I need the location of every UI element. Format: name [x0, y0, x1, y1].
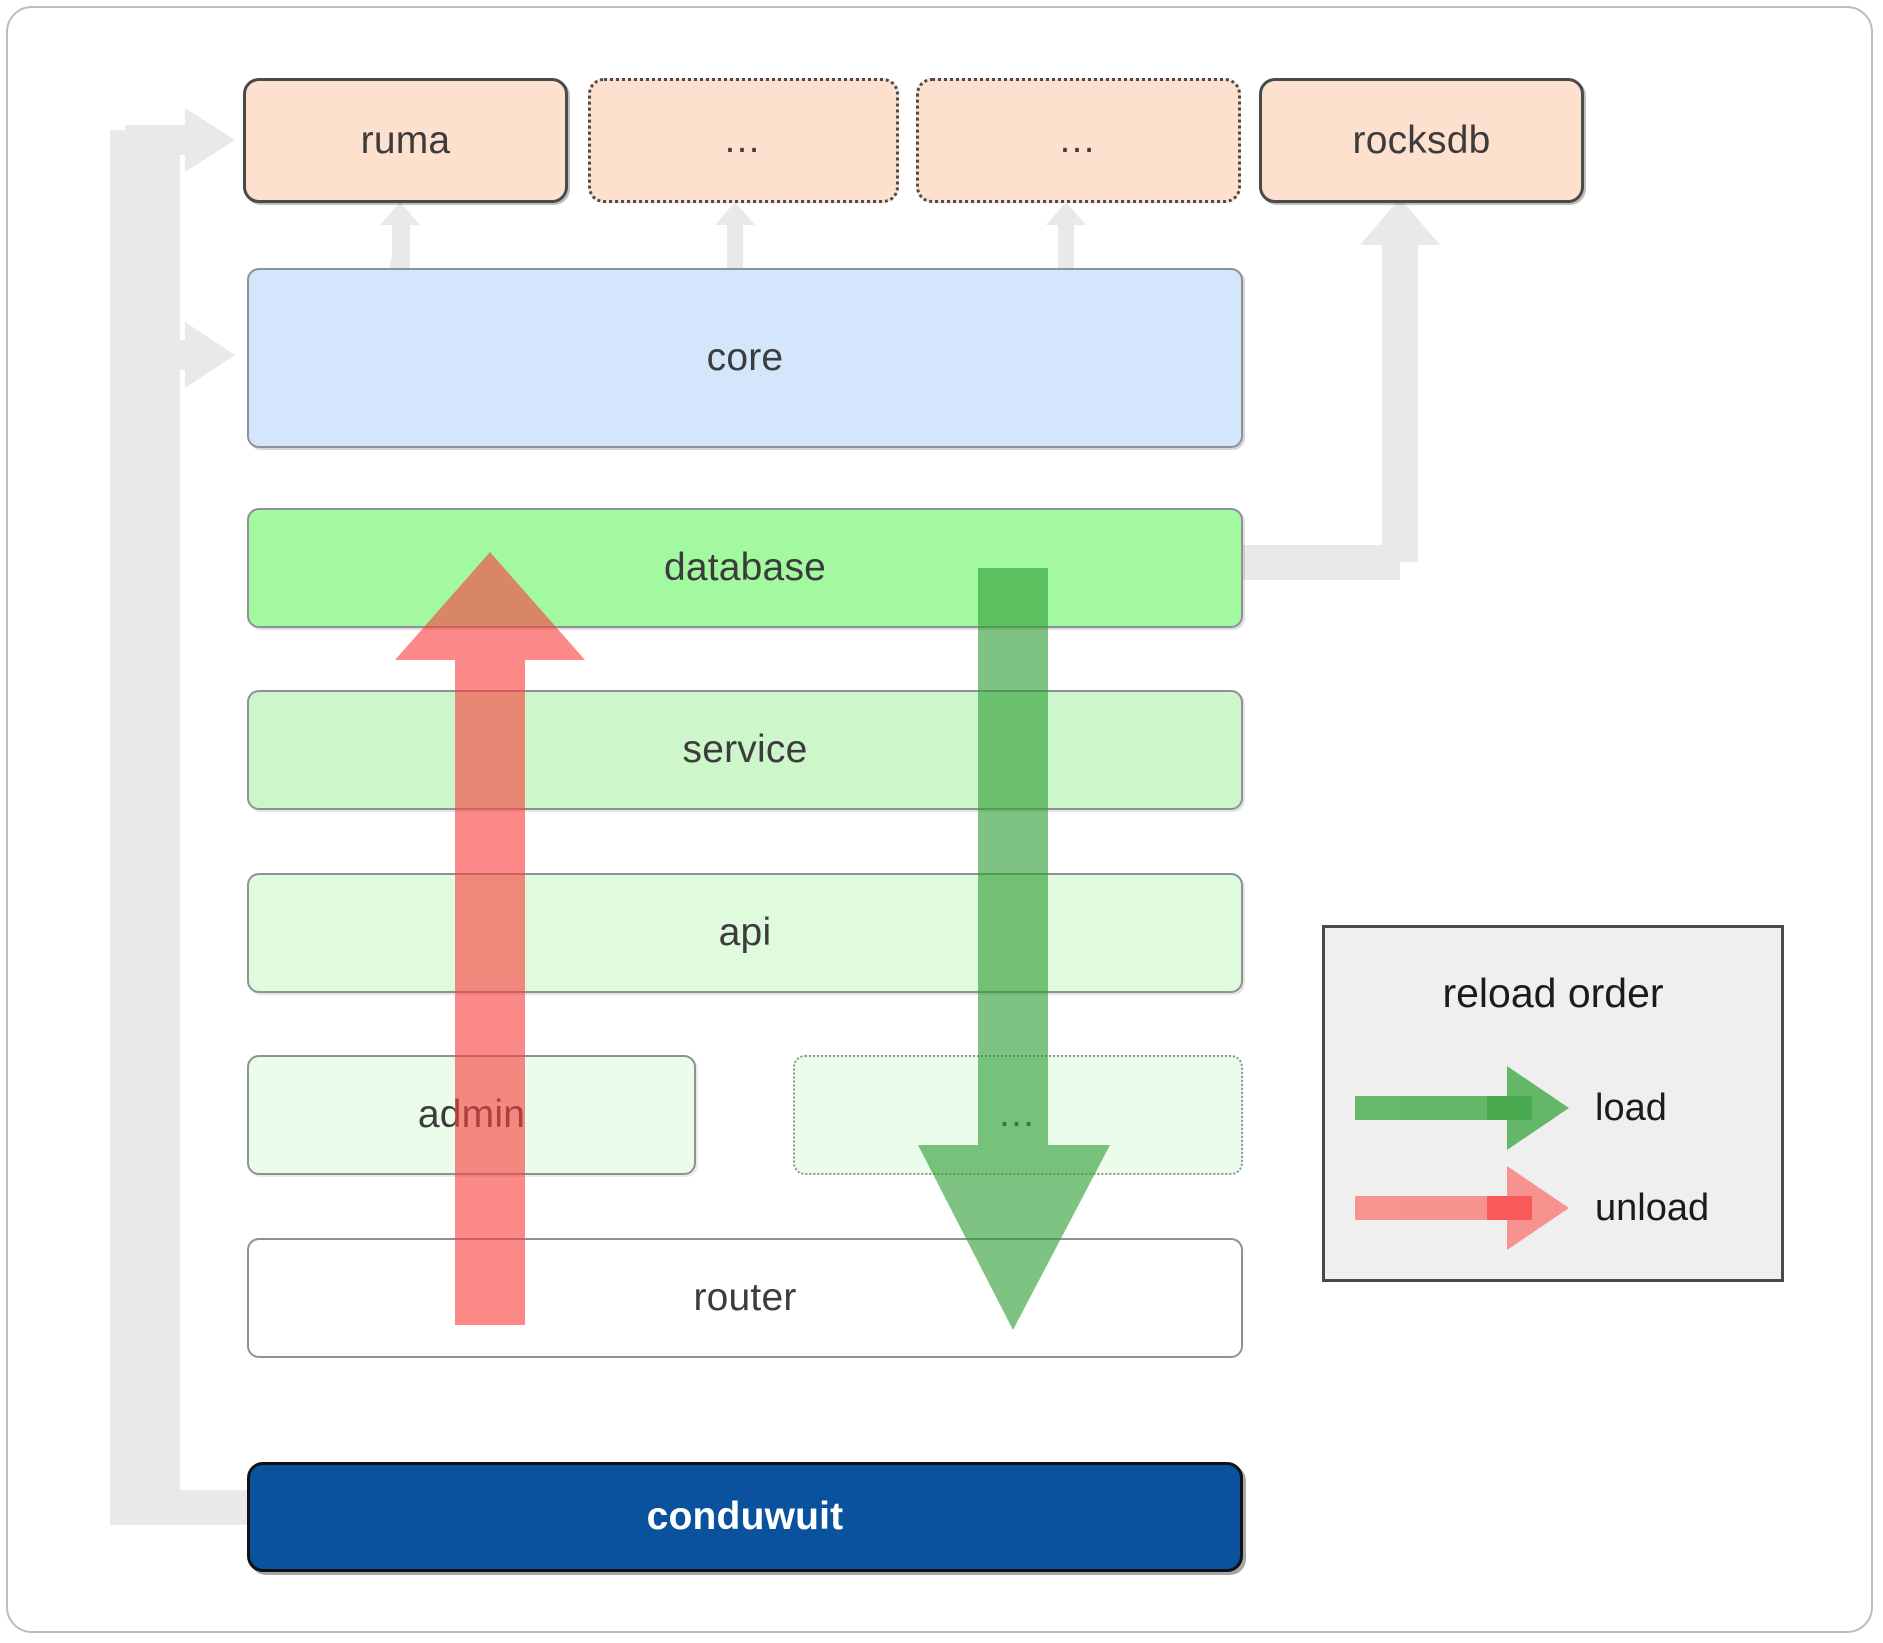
dependency-label-ruma: ruma	[360, 118, 451, 162]
layer-label-service: service	[682, 728, 808, 771]
layer-label-admin: admin	[417, 1093, 526, 1136]
dependency-label-ellipsis-1: …	[723, 118, 764, 161]
layer-node-ellipsis[interactable]: …	[793, 1055, 1243, 1175]
layer-label-database: database	[663, 546, 827, 589]
layer-node-service[interactable]: service	[247, 690, 1243, 810]
dependency-node-ellipsis-1[interactable]: …	[588, 78, 899, 203]
layer-label-ellipsis: …	[997, 1093, 1039, 1136]
legend-label-load: load	[1595, 1086, 1667, 1129]
legend-row-unload: unload	[1347, 1158, 1767, 1258]
layer-node-core[interactable]: core	[247, 268, 1243, 448]
layer-label-router: router	[693, 1276, 797, 1319]
dependency-node-ruma[interactable]: ruma	[243, 78, 568, 203]
layer-node-api[interactable]: api	[247, 873, 1243, 993]
dependency-node-rocksdb[interactable]: rocksdb	[1259, 78, 1584, 203]
legend-row-load: load	[1347, 1058, 1767, 1158]
dependency-label-ellipsis-2: …	[1058, 118, 1099, 161]
layer-label-api: api	[718, 911, 772, 954]
layer-label-core: core	[706, 336, 784, 379]
legend-label-unload: unload	[1595, 1186, 1710, 1229]
layer-node-database[interactable]: database	[247, 508, 1243, 628]
app-node-conduwuit[interactable]: conduwuit	[247, 1462, 1243, 1572]
unload-arrow-icon	[1355, 1166, 1569, 1250]
layer-node-admin[interactable]: admin	[247, 1055, 696, 1175]
legend-panel: reload order load unload	[1322, 925, 1784, 1282]
app-label-conduwuit: conduwuit	[646, 1495, 844, 1538]
layer-node-router[interactable]: router	[247, 1238, 1243, 1358]
dependency-node-ellipsis-2[interactable]: …	[916, 78, 1241, 203]
legend-title: reload order	[1442, 970, 1664, 1016]
dependency-label-rocksdb: rocksdb	[1352, 118, 1491, 162]
load-arrow-icon	[1355, 1066, 1569, 1150]
